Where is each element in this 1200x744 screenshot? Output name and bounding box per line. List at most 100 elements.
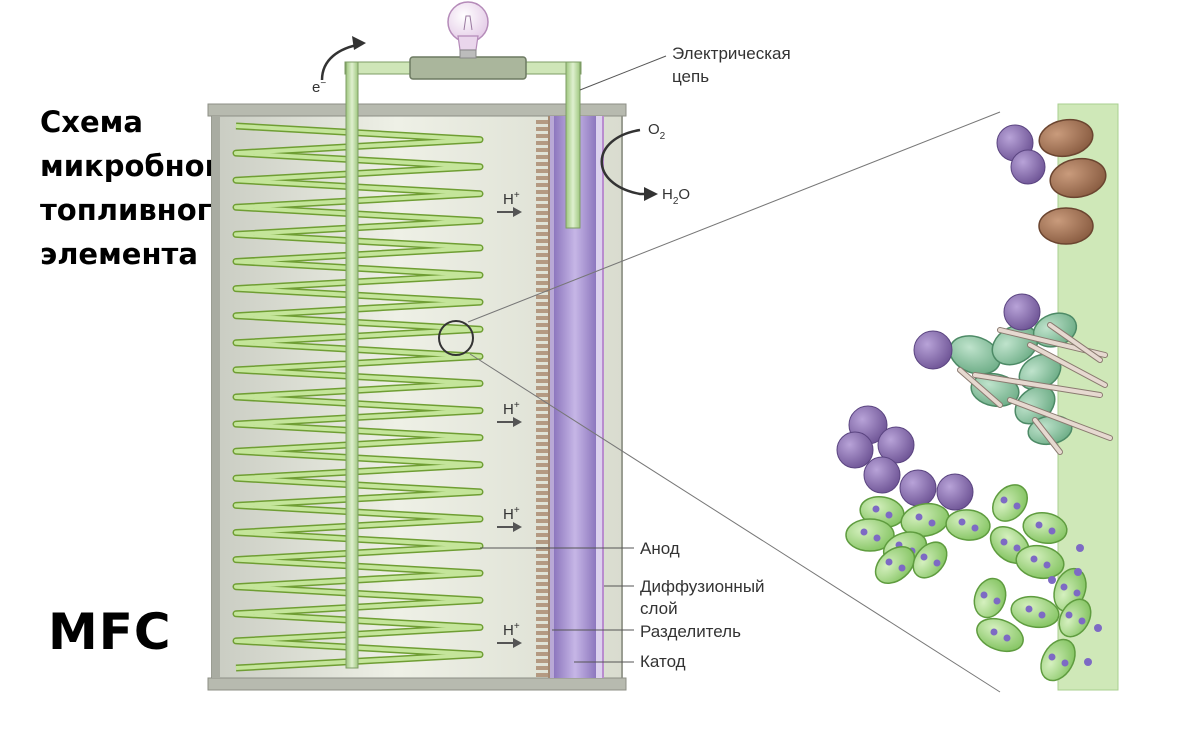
mediator-dot <box>1000 538 1008 546</box>
brown-bacterium <box>1038 118 1094 158</box>
anode-tooth <box>536 547 548 551</box>
anode-tooth <box>536 624 548 628</box>
anode-label: Анод <box>640 539 680 558</box>
anode-tooth <box>536 358 548 362</box>
circuit-label-line2: цепь <box>672 67 709 86</box>
anode-tooth <box>536 309 548 313</box>
brown-bacterium <box>1038 207 1094 245</box>
anode-tooth <box>536 134 548 138</box>
mediator-dot <box>920 553 928 561</box>
anode-tooth <box>536 281 548 285</box>
anode-tooth <box>536 288 548 292</box>
proton-arrow-icon: H+ <box>497 505 522 532</box>
anode-tooth <box>536 575 548 579</box>
anode-tooth <box>536 484 548 488</box>
mediator-dot <box>928 519 936 527</box>
cathode-electrode <box>554 116 604 678</box>
anode-tooth <box>536 596 548 600</box>
anode-tooth <box>536 631 548 635</box>
green-bacterium <box>1058 598 1092 638</box>
mediator-dot <box>1073 589 1081 597</box>
component-leaders <box>480 547 634 663</box>
mediator-dot <box>1048 576 1056 584</box>
green-bacterium <box>1022 511 1068 545</box>
mediator-dot <box>971 524 979 532</box>
anode-tooth <box>536 645 548 649</box>
circuit-label-line1: Электрическая <box>672 44 791 63</box>
green-bacterium <box>973 577 1007 619</box>
anode-tooth <box>536 365 548 369</box>
mediator-dot <box>993 597 1001 605</box>
proton-label: H+ <box>503 621 520 639</box>
anode-tooth <box>536 421 548 425</box>
anode-tooth <box>536 561 548 565</box>
mediator-dot <box>990 628 998 636</box>
anode-tooth <box>536 568 548 572</box>
anode-tooth <box>536 323 548 327</box>
anode-tooth <box>536 456 548 460</box>
anode-tooth <box>536 211 548 215</box>
green-bacterium <box>1040 638 1076 682</box>
anode-tooth <box>536 477 548 481</box>
fiber-path <box>234 124 482 670</box>
mediator-dot <box>1061 659 1069 667</box>
anode-tooth <box>536 344 548 348</box>
pilus-rod-highlight <box>1033 418 1062 454</box>
anode-tooth <box>536 505 548 509</box>
anode-tooth <box>536 337 548 341</box>
mediator-dot <box>1076 544 1084 552</box>
mediator-dot <box>885 558 893 566</box>
electron-arrowhead <box>352 36 366 50</box>
anode-tooth <box>536 316 548 320</box>
anode-tooth <box>536 302 548 306</box>
anode-tooth <box>536 351 548 355</box>
green-bacterium <box>992 484 1028 522</box>
proton-arrow-icon: H+ <box>497 400 522 427</box>
proton-arrowhead <box>513 417 522 427</box>
green-bacterium <box>874 546 916 584</box>
diffusion-layer-label-line2: слой <box>640 599 678 618</box>
anode-tooth <box>536 295 548 299</box>
mediator-dot <box>1013 502 1021 510</box>
anode-tooth <box>536 610 548 614</box>
mediator-dot <box>898 564 906 572</box>
proton-arrows: H+ H+ H+ H+ <box>497 190 522 648</box>
anode-tooth <box>536 386 548 390</box>
mediator-dot <box>1048 527 1056 535</box>
anode-tooth <box>536 617 548 621</box>
anode-tooth <box>536 463 548 467</box>
oxygen-arrowhead <box>644 187 658 201</box>
mfc-abbreviation: MFC <box>48 603 172 661</box>
anode-tooth <box>536 582 548 586</box>
carbon-fiber-brush <box>232 122 484 672</box>
proton-arrow-icon: H+ <box>497 190 522 217</box>
anode-tooth <box>536 554 548 558</box>
anode-tooth <box>536 183 548 187</box>
green-bacterium <box>845 518 895 552</box>
anode-tooth <box>536 260 548 264</box>
oxygen-reduction-arrow-icon <box>600 128 652 196</box>
anode-tooth <box>536 659 548 663</box>
anode-tooth <box>536 407 548 411</box>
separator-label: Разделитель <box>640 622 741 641</box>
purple-bacterium <box>899 469 937 507</box>
purple-bacterium <box>836 431 874 469</box>
proton-arrowhead <box>513 638 522 648</box>
anode-tooth <box>536 638 548 642</box>
magnifier-circle <box>438 320 474 356</box>
mediator-dot <box>1025 605 1033 613</box>
anode-tooth <box>536 673 548 677</box>
anode-tooth <box>536 589 548 593</box>
anode-tooth <box>536 533 548 537</box>
anode-tooth <box>536 162 548 166</box>
anode-tooth <box>536 652 548 656</box>
anode-tooth <box>536 120 548 124</box>
proton-arrowhead <box>513 207 522 217</box>
anode-tooth <box>536 232 548 236</box>
pilus-rod-highlight <box>958 368 1002 407</box>
mediator-dot <box>1043 561 1051 569</box>
anode-tooth <box>536 253 548 257</box>
mediator-dot <box>1074 568 1082 576</box>
anode-tooth <box>536 204 548 208</box>
